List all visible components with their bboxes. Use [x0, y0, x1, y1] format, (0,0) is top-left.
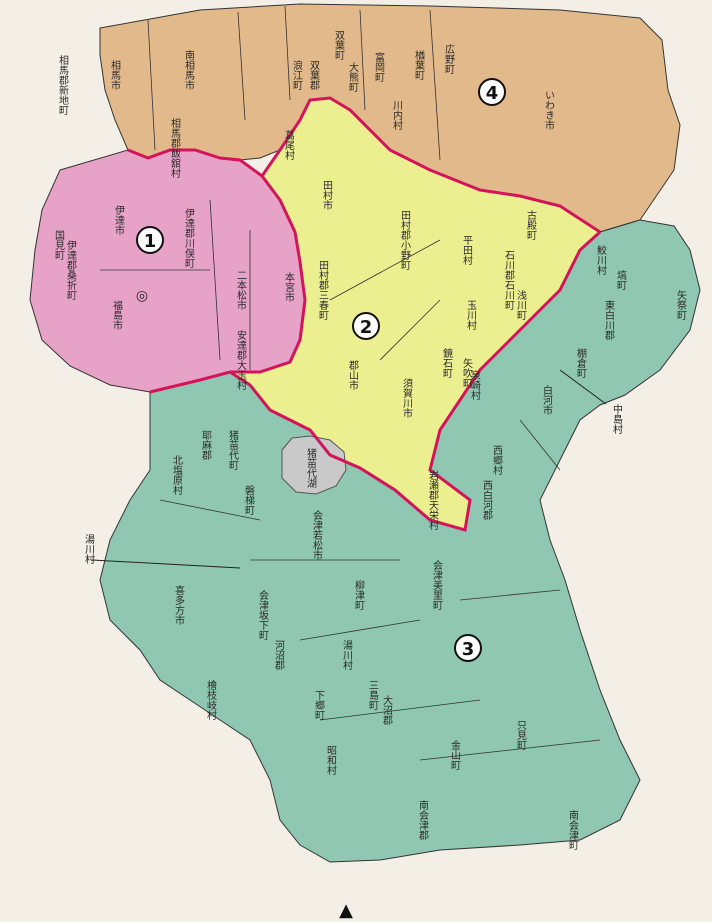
municipality-label-zone3-5: 矢吹町 — [461, 357, 473, 388]
municipality-label-zone2-4: 古殿町 — [525, 209, 537, 240]
municipality-label-zone3-25: 金山町 — [449, 739, 461, 770]
municipality-label-zone3-9: 西白河郡 — [481, 480, 493, 521]
zone-4-number: 4 — [486, 83, 499, 104]
municipality-label-zone4-8: 楢葉町 — [413, 49, 425, 80]
municipality-label-zone4-9: 広野町 — [443, 43, 455, 74]
municipality-label-zone4-0: 相馬郡新地町 — [57, 54, 69, 115]
municipality-label-zone1-7: 安達郡大玉村 — [235, 329, 247, 390]
north-marker: ▲ — [339, 900, 353, 921]
municipality-label-zone2-9: 郡山市 — [347, 360, 359, 391]
municipality-label-zone1-0: 伊達市 — [113, 205, 125, 236]
zone-1-number: 1 — [144, 231, 157, 252]
municipality-label-zone3-14: 会津若松市 — [311, 509, 323, 561]
municipality-label-zone3-10: 北塩原村 — [171, 455, 183, 495]
municipality-label-zone4-4: 双葉郡 — [308, 60, 320, 91]
municipality-label-zone1-3: 国見町 — [53, 230, 65, 260]
municipality-label-zone2-3: 平田村 — [461, 235, 473, 265]
municipality-label-zone2-5: 石川郡 — [503, 250, 515, 281]
municipality-label-zone3-1: 東白川郡 — [603, 299, 615, 341]
municipality-label-zone3-2: 塙町 — [615, 269, 627, 290]
municipality-label-zone3-26: 南会津郡 — [417, 799, 429, 841]
inawashiro-lake — [281, 435, 347, 495]
zone-3-number: 3 — [462, 639, 475, 660]
municipality-label-zone4-5: 双葉町 — [333, 30, 345, 60]
municipality-label-zone3-11: 耶麻郡 — [200, 430, 212, 461]
municipality-label-zone3-23: 大沼郡 — [381, 694, 393, 726]
municipality-label-zone3-22: 三島町 — [367, 680, 379, 710]
yugawa-callout: 湯川村 — [83, 533, 95, 564]
municipality-label-zone2-11: 鏡石町 — [441, 347, 453, 378]
municipality-label-zone3-16: 会津坂下町 — [257, 589, 269, 640]
municipality-label-zone3-21: 下郷町 — [313, 690, 325, 720]
municipality-label-zone3-0: 鮫川村 — [595, 244, 607, 275]
municipality-label-zone3-8: 白河市 — [541, 384, 553, 416]
municipality-label-zone2-12: 岩瀬郡天栄村 — [427, 469, 439, 530]
municipality-label-zone4-11: 葛尾村 — [283, 129, 295, 160]
municipality-label-zone4-12: 相馬郡飯舘村 — [169, 117, 181, 178]
municipality-label-zone3-29: 檜枝岐村 — [205, 679, 217, 720]
municipality-label-zone4-1: 相馬市 — [109, 59, 121, 91]
municipality-label-zone3-28: 南会津町 — [567, 809, 579, 850]
municipality-label-zone4-6: 大熊町 — [347, 61, 359, 92]
municipality-label-zone1-4: 福島市 — [111, 299, 123, 331]
municipality-label-zone3-19: 柳津町 — [353, 579, 365, 610]
capital-marker: ◎ — [136, 288, 148, 304]
zone-badges: 1 2 3 4 — [136, 78, 506, 662]
municipality-label-zone2-0: 田村市 — [321, 180, 333, 211]
lake-name: 猪苗代湖 — [305, 448, 317, 489]
municipality-label-zone3-24: 昭和村 — [325, 745, 337, 775]
zone-4-badge: 4 — [478, 78, 506, 106]
zone-3-badge: 3 — [454, 634, 482, 662]
municipality-label-zone3-20: 会津美里町 — [431, 559, 443, 610]
municipality-label-zone2-1: 田村郡小野町 — [399, 210, 411, 270]
municipality-label-zone4-10: 川内村 — [391, 100, 403, 130]
municipality-label-zone3-13: 磐梯町 — [243, 484, 255, 515]
municipality-label-zone1-2: 伊達郡桑折町 — [65, 240, 77, 300]
municipality-label-zone4-13: いわき市 — [543, 90, 555, 131]
municipality-labels: 相馬郡新地町 相馬市 南相馬市 浪江町双葉郡 双葉町大熊町 富岡町 楢葉町 広野町川内村葛尾村… — [53, 30, 687, 850]
municipality-label-zone4-3: 浪江町 — [291, 59, 303, 90]
callouts: 湯川村 中島村 — [83, 369, 623, 569]
municipality-label-zone4-2: 南相馬市 — [183, 49, 195, 91]
municipality-label-zone1-5: 二本松市 — [235, 270, 247, 311]
municipality-label-zone3-6: 泉崎村 — [469, 369, 481, 400]
zone-1-badge: 1 — [136, 226, 164, 254]
municipality-label-zone2-10: 須賀川市 — [401, 378, 413, 419]
municipality-label-zone3-12: 猪苗代町 — [227, 430, 239, 470]
municipality-label-zone3-4: 棚倉町 — [575, 347, 587, 378]
municipality-label-zone3-7: 西郷村 — [491, 445, 503, 475]
zone-borders — [127, 96, 602, 532]
zone-2-number: 2 — [360, 317, 373, 338]
municipality-label-zone2-2: 田村郡三春町 — [317, 260, 329, 320]
municipal-boundaries — [100, 5, 601, 761]
municipality-label-zone4-7: 富岡町 — [373, 51, 385, 82]
nakajima-callout: 中島村 — [611, 403, 623, 434]
municipality-label-zone3-27: 只見町 — [515, 720, 527, 750]
municipality-label-zone2-7: 浅川町 — [515, 289, 527, 320]
municipality-label-zone1-6: 本宮市 — [283, 271, 295, 303]
zone-2-badge: 2 — [352, 312, 380, 340]
municipality-label-zone2-6: 石川町 — [503, 280, 515, 310]
municipality-label-zone2-8: 玉川村 — [465, 300, 477, 330]
municipality-label-zone3-3: 矢祭町 — [675, 289, 687, 320]
municipality-label-zone3-15: 喜多方市 — [173, 584, 185, 626]
municipality-label-zone3-17: 河沼郡 — [273, 640, 285, 671]
municipality-label-zone3-18: 湯川村 — [341, 639, 353, 670]
municipality-label-zone1-1: 伊達郡川俣町 — [183, 208, 195, 268]
